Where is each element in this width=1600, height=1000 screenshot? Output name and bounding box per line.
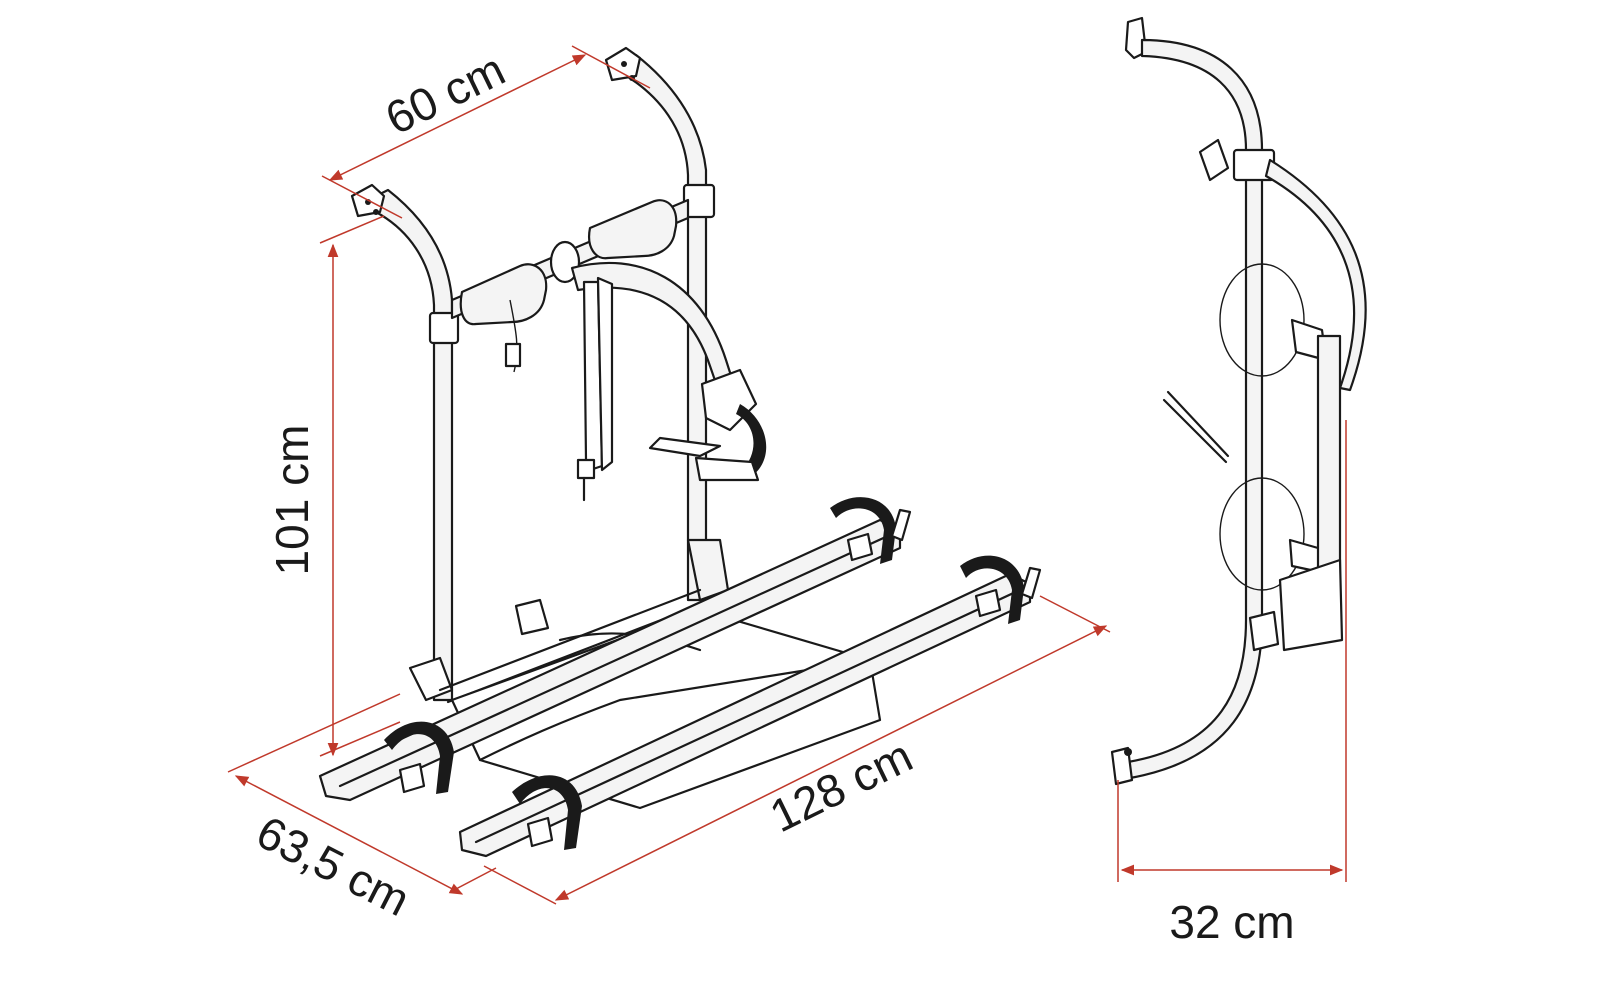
dim-line-depth: [234, 775, 464, 895]
dim-label-height: 101 cm: [266, 425, 318, 576]
dim-label-depth: 63,5 cm: [249, 805, 418, 926]
dim-label-side-depth: 32 cm: [1169, 896, 1294, 948]
side-view: [1110, 16, 1367, 786]
dim-line-length: [554, 625, 1108, 901]
left-upright-tube: [350, 183, 460, 702]
front-perspective-view: [318, 46, 1042, 858]
hanging-strap: [576, 276, 614, 502]
top-cross-tube: [450, 198, 690, 373]
dimension-lines: [227, 45, 1347, 905]
dim-line-top-width: [328, 54, 587, 181]
dim-label-top-width: 60 cm: [377, 43, 512, 145]
wheel-holder-arm: [570, 261, 767, 482]
